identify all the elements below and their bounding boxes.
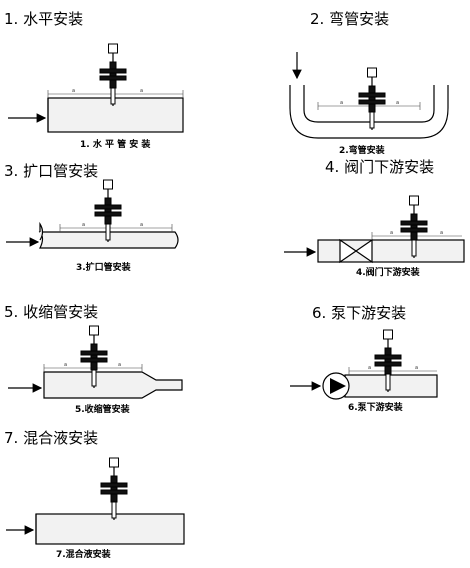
- pipe: [317, 239, 465, 263]
- svg-text:a: a: [440, 230, 443, 236]
- panel-expanding-pipe: 3. 扩口管安装 a a 3.扩口管安装: [4, 162, 179, 273]
- panel-horizontal: 1. 水平安装 a a 1. 水 平 管 安 装: [4, 10, 184, 150]
- pipe: [344, 374, 438, 398]
- panel-heading: 2. 弯管安装: [310, 10, 389, 28]
- panel-heading: 5. 收缩管安装: [4, 303, 98, 321]
- svg-text:a: a: [396, 100, 399, 106]
- svg-text:a: a: [340, 100, 343, 106]
- dimension-line: a a: [59, 222, 173, 232]
- svg-text:a: a: [72, 88, 75, 94]
- svg-text:a: a: [140, 222, 143, 228]
- panel-mixed-fluid: 7. 混合液安装 7.混合液安装: [4, 429, 185, 560]
- panel-heading: 1. 水平安装: [4, 10, 83, 28]
- svg-text:a: a: [390, 230, 393, 236]
- panel-heading: 3. 扩口管安装: [4, 162, 98, 180]
- panel-caption: 2.弯管安装: [339, 144, 386, 156]
- panel-heading: 7. 混合液安装: [4, 429, 98, 447]
- panel-caption: 7.混合液安装: [56, 548, 112, 560]
- panel-caption: 6.泵下游安装: [348, 401, 404, 413]
- flowmeter-sensor: [99, 43, 127, 107]
- u-pipe: [289, 85, 449, 139]
- svg-text:a: a: [140, 88, 143, 94]
- pipe: [43, 371, 183, 399]
- panel-heading: 6. 泵下游安装: [312, 304, 406, 322]
- flowmeter-sensor: [358, 67, 386, 131]
- dimension-line: a a: [348, 365, 437, 375]
- panel-heading: 4. 阀门下游安装: [325, 158, 434, 176]
- valve: [339, 238, 373, 264]
- panel-caption: 4.阀门下游安装: [356, 266, 421, 278]
- svg-text:a: a: [64, 362, 67, 368]
- panel-valve-downstream: 4. 阀门下游安装 a a 4.阀门下游安装: [284, 158, 465, 278]
- svg-text:a: a: [118, 362, 121, 368]
- panel-pump-downstream: 6. 泵下游安装 a a 6.泵下游安装: [290, 304, 438, 413]
- panel-caption: 1. 水 平 管 安 装: [80, 138, 151, 150]
- flowmeter-sensor: [100, 457, 128, 521]
- svg-text:a: a: [415, 365, 418, 371]
- svg-text:a: a: [82, 222, 85, 228]
- panel-elbow: 2. 弯管安装 a a 2.弯管安装: [289, 10, 449, 156]
- panel-caption: 3.扩口管安装: [76, 261, 132, 273]
- panel-caption: 5.收缩管安装: [75, 403, 131, 415]
- svg-text:a: a: [368, 365, 371, 371]
- panel-reducing-pipe: 5. 收缩管安装 a a 5.收缩管安装: [4, 303, 183, 415]
- pipe: [35, 513, 185, 545]
